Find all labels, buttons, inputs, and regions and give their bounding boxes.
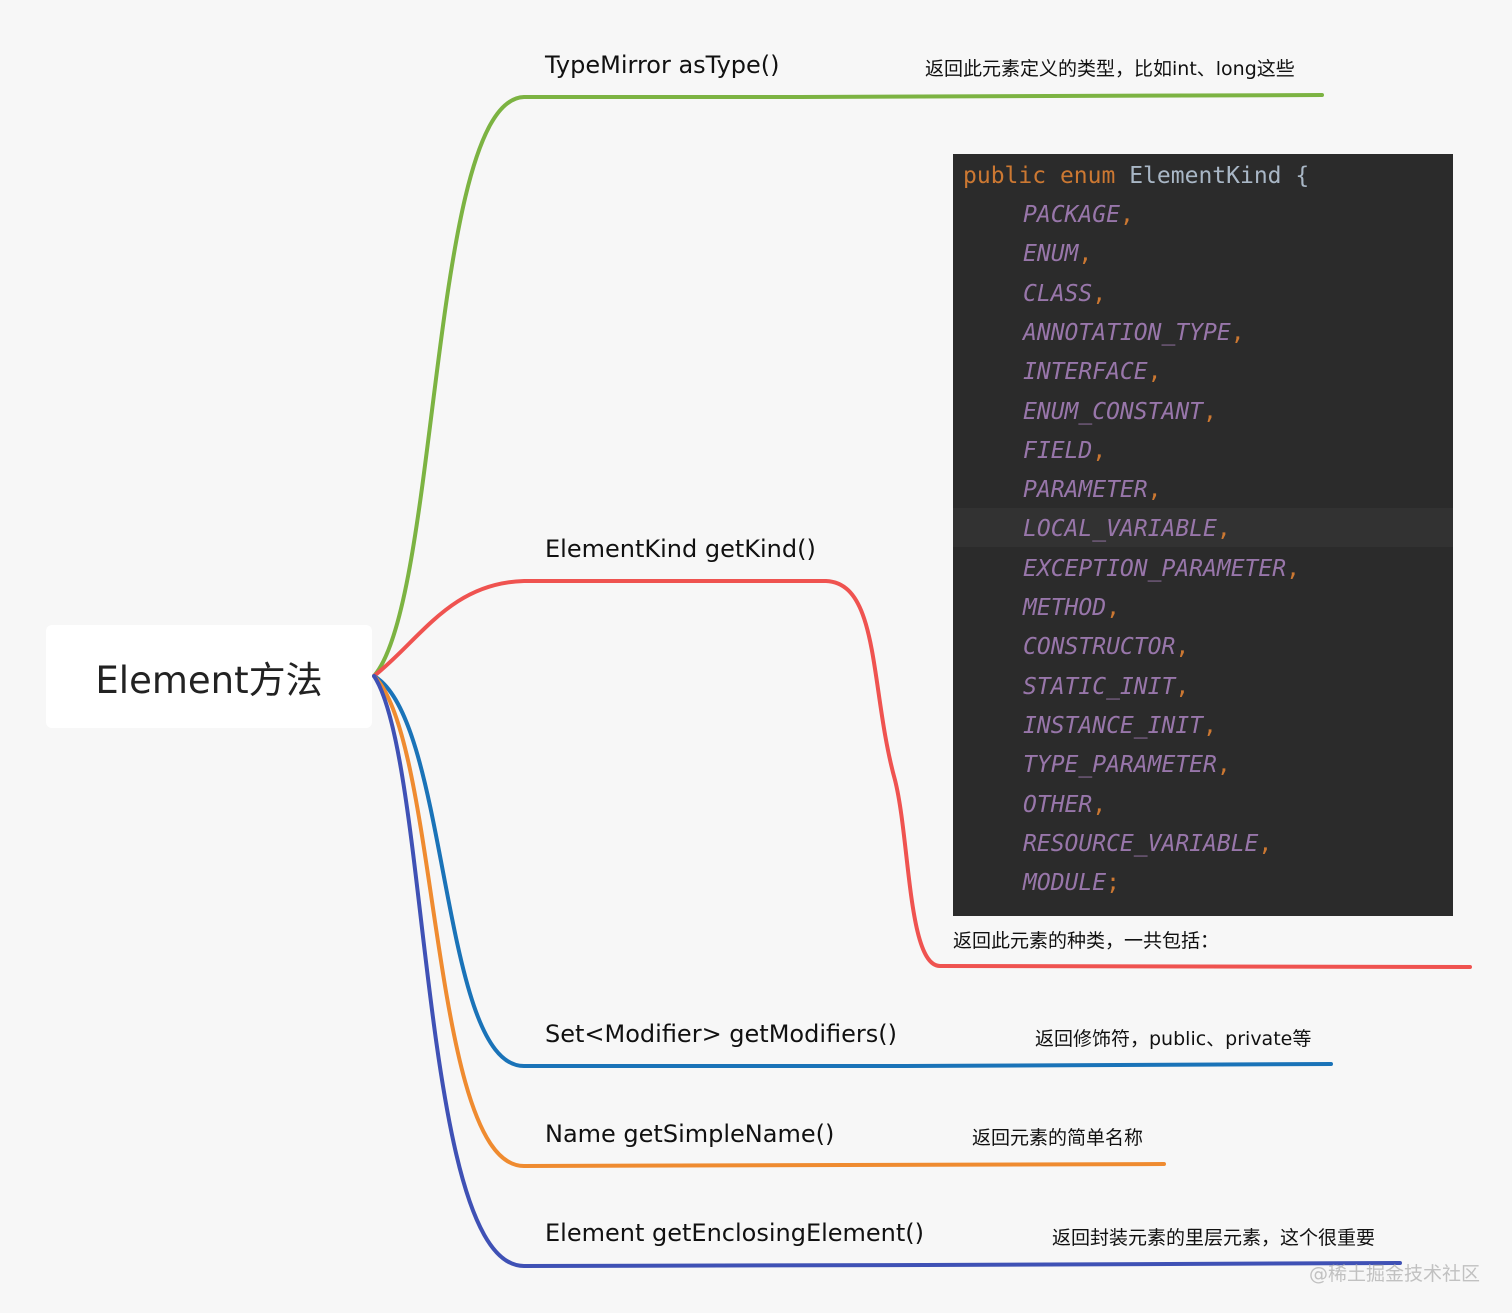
root-node[interactable]: Element方法 — [46, 625, 372, 728]
code-constant-line: RESOURCE_VARIABLE, — [1023, 830, 1272, 858]
code-constant-name: ANNOTATION_TYPE — [1023, 320, 1231, 346]
code-keyword-public: public — [963, 163, 1047, 189]
branch-get-modifiers-label[interactable]: Set<Modifier> getModifiers() — [545, 1020, 897, 1048]
branch-get-enclosing-element-note: 返回封装元素的里层元素，这个很重要 — [1052, 1227, 1376, 1249]
code-constant-punct: , — [1216, 752, 1231, 778]
code-constant-name: PACKAGE — [1023, 202, 1120, 228]
code-constant-line: ENUM, — [1023, 240, 1092, 268]
code-constant-line: OTHER, — [1023, 791, 1106, 819]
code-constant-name: INSTANCE_INIT — [1023, 713, 1204, 739]
code-constant-name: OTHER — [1023, 792, 1093, 818]
code-constant-line: METHOD, — [1023, 594, 1120, 622]
code-constant-name: TYPE_PARAMETER — [1023, 752, 1217, 778]
connector-get-enclosing-element — [372, 674, 1402, 1269]
code-constant-line: PACKAGE, — [1023, 201, 1134, 229]
code-keyword-enum: enum — [1059, 163, 1116, 189]
branch-get-simple-name-label[interactable]: Name getSimpleName() — [545, 1120, 835, 1148]
code-constant-name: STATIC_INIT — [1023, 674, 1176, 700]
code-constant-punct: , — [1092, 438, 1107, 464]
watermark: @稀土掘金技术社区 — [1308, 1263, 1480, 1285]
branch-get-simple-name-note: 返回元素的简单名称 — [972, 1127, 1144, 1149]
code-constant-punct: , — [1092, 281, 1107, 307]
code-constant-line: EXCEPTION_PARAMETER, — [1023, 555, 1300, 583]
code-class-name: ElementKind — [1129, 163, 1282, 189]
code-constant-punct: , — [1106, 595, 1120, 621]
code-declaration-line: public enum ElementKind { — [963, 162, 1309, 190]
code-constant-punct: , — [1230, 320, 1245, 346]
branch-get-kind-note: 返回此元素的种类，一共包括： — [953, 930, 1220, 952]
code-constant-line: INTERFACE, — [1023, 358, 1161, 386]
code-constant-punct: , — [1286, 556, 1300, 582]
code-constant-line: ANNOTATION_TYPE, — [1023, 319, 1245, 347]
code-constant-punct: , — [1147, 359, 1162, 385]
code-constant-punct: ; — [1106, 870, 1120, 896]
code-constant-name: LOCAL_VARIABLE — [1023, 516, 1217, 542]
code-highlight-row — [953, 508, 1453, 547]
code-constant-line: LOCAL_VARIABLE, — [1023, 515, 1231, 543]
code-constant-name: FIELD — [1023, 438, 1093, 464]
code-constant-line: INSTANCE_INIT, — [1023, 712, 1217, 740]
code-constant-line: STATIC_INIT, — [1023, 673, 1189, 701]
element-kind-code-panel: public enum ElementKind { PACKAGE,ENUM,C… — [953, 154, 1453, 916]
branch-as-type-label[interactable]: TypeMirror asType() — [545, 51, 780, 79]
code-constant-name: RESOURCE_VARIABLE — [1023, 831, 1259, 857]
code-constant-line: MODULE; — [1023, 869, 1120, 897]
code-constant-line: CLASS, — [1023, 280, 1106, 308]
code-constant-punct: , — [1092, 792, 1107, 818]
code-constant-punct: , — [1203, 713, 1217, 739]
code-constant-line: FIELD, — [1023, 437, 1106, 465]
code-constant-line: TYPE_PARAMETER, — [1023, 751, 1231, 779]
connector-get-kind — [372, 579, 1472, 969]
code-constant-name: MODULE — [1023, 870, 1107, 896]
code-constant-name: EXCEPTION_PARAMETER — [1023, 556, 1287, 582]
code-open-brace: { — [1295, 163, 1310, 189]
connector-as-type — [372, 93, 1324, 678]
connector-get-modifiers — [372, 674, 1333, 1068]
code-constant-name: PARAMETER — [1023, 477, 1148, 503]
code-constant-name: METHOD — [1023, 595, 1107, 621]
code-constant-line: CONSTRUCTOR, — [1023, 633, 1189, 661]
code-constant-punct: , — [1078, 241, 1093, 267]
code-constant-punct: , — [1175, 674, 1190, 700]
branch-as-type-note: 返回此元素定义的类型，比如int、long这些 — [925, 58, 1295, 80]
code-constant-line: ENUM_CONSTANT, — [1023, 398, 1217, 426]
connector-get-simple-name — [372, 674, 1166, 1169]
code-constant-name: INTERFACE — [1023, 359, 1148, 385]
code-constant-name: CLASS — [1023, 281, 1093, 307]
code-constant-punct: , — [1203, 399, 1217, 425]
code-constant-punct: , — [1258, 831, 1273, 857]
branch-get-modifiers-note: 返回修饰符，public、private等 — [1035, 1028, 1312, 1050]
code-constant-punct: , — [1147, 477, 1162, 503]
code-constant-name: ENUM — [1023, 241, 1079, 267]
root-node-label: Element方法 — [95, 658, 323, 702]
code-constant-punct: , — [1175, 634, 1190, 660]
code-constant-punct: , — [1119, 202, 1134, 228]
branch-get-kind-label[interactable]: ElementKind getKind() — [545, 535, 816, 563]
code-constant-name: CONSTRUCTOR — [1023, 634, 1176, 660]
code-constant-punct: , — [1216, 516, 1231, 542]
code-constant-line: PARAMETER, — [1023, 476, 1161, 504]
code-constant-name: ENUM_CONSTANT — [1023, 399, 1204, 425]
branch-get-enclosing-element-label[interactable]: Element getEnclosingElement() — [545, 1219, 925, 1247]
